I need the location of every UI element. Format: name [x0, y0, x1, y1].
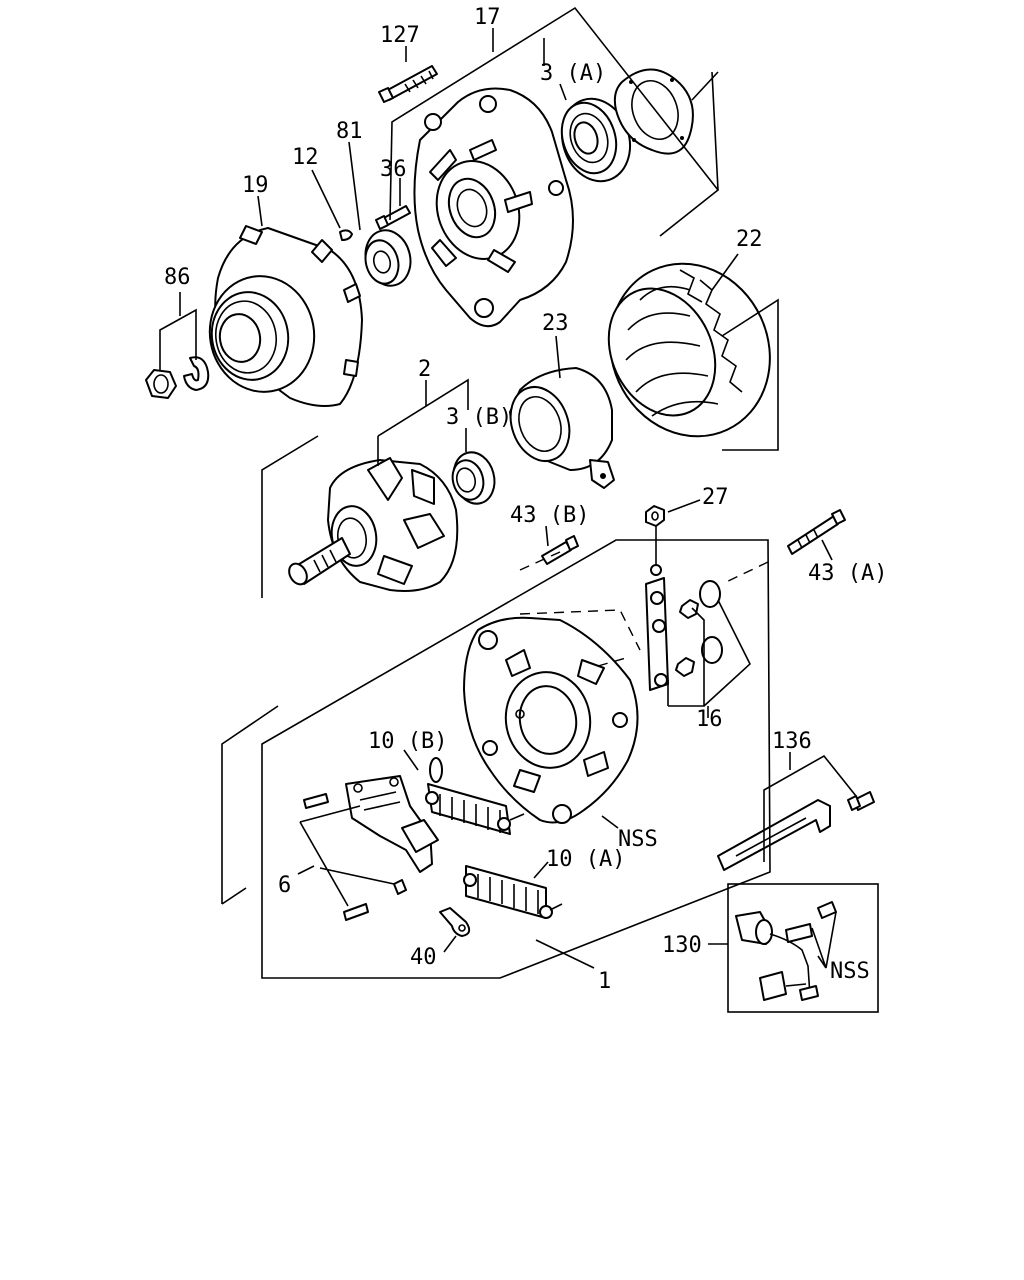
label-12: 12 — [292, 145, 319, 170]
label-1: 1 — [598, 969, 611, 994]
label-27: 27 — [702, 485, 729, 510]
bracket-136 — [717, 791, 875, 871]
label-23: 23 — [542, 311, 569, 336]
leader-lines — [179, 28, 837, 969]
label-nss-2: NSS — [830, 959, 870, 984]
label-130: 130 — [662, 933, 702, 958]
through-bolt-43a — [787, 509, 846, 555]
rectifier-10a — [463, 865, 563, 919]
label-127: 127 — [380, 23, 420, 48]
label-81: 81 — [336, 119, 363, 144]
label-19: 19 — [242, 173, 269, 198]
bearing-3a — [560, 97, 631, 183]
label-3b: 3 (B) — [446, 405, 512, 430]
bolt-127 — [378, 65, 438, 103]
label-17: 17 — [474, 5, 501, 30]
spacer-81 — [364, 229, 412, 287]
rear-housing — [463, 616, 639, 824]
label-3a: 3 (A) — [540, 61, 606, 86]
callout-labels: 127 17 3 (A) 81 12 36 19 22 86 23 2 3 (B… — [164, 5, 887, 994]
sensor-harness-130 — [727, 883, 879, 1013]
label-40: 40 — [410, 945, 437, 970]
label-136: 136 — [772, 729, 812, 754]
key-12 — [339, 229, 353, 241]
label-10b: 10 (B) — [368, 729, 447, 754]
front-housing-17 — [413, 87, 574, 328]
label-10a: 10 (A) — [546, 847, 625, 872]
label-36: 36 — [380, 157, 407, 182]
bearing-3b — [451, 451, 496, 505]
regulator-6 — [345, 775, 439, 873]
nuts-16 — [675, 580, 723, 677]
nut-27 — [645, 505, 665, 527]
regulator-screws — [303, 793, 407, 921]
label-86: 86 — [164, 265, 191, 290]
field-coil-23 — [509, 367, 615, 489]
label-16: 16 — [696, 707, 723, 732]
terminal-40 — [439, 907, 471, 937]
label-22: 22 — [736, 227, 763, 252]
rotor-2 — [288, 457, 459, 592]
label-2: 2 — [418, 357, 431, 382]
screw-36 — [375, 205, 411, 230]
terminal-strip — [645, 552, 669, 691]
pulley-fan-19 — [208, 225, 363, 407]
label-nss-1: NSS — [618, 827, 658, 852]
stator-22 — [607, 262, 771, 438]
assembly-lines — [159, 6, 857, 979]
label-43a: 43 (A) — [808, 561, 887, 586]
label-43b: 43 (B) — [510, 503, 589, 528]
rectifier-10b — [425, 757, 525, 835]
nut-86 — [145, 356, 210, 399]
label-6: 6 — [278, 873, 291, 898]
